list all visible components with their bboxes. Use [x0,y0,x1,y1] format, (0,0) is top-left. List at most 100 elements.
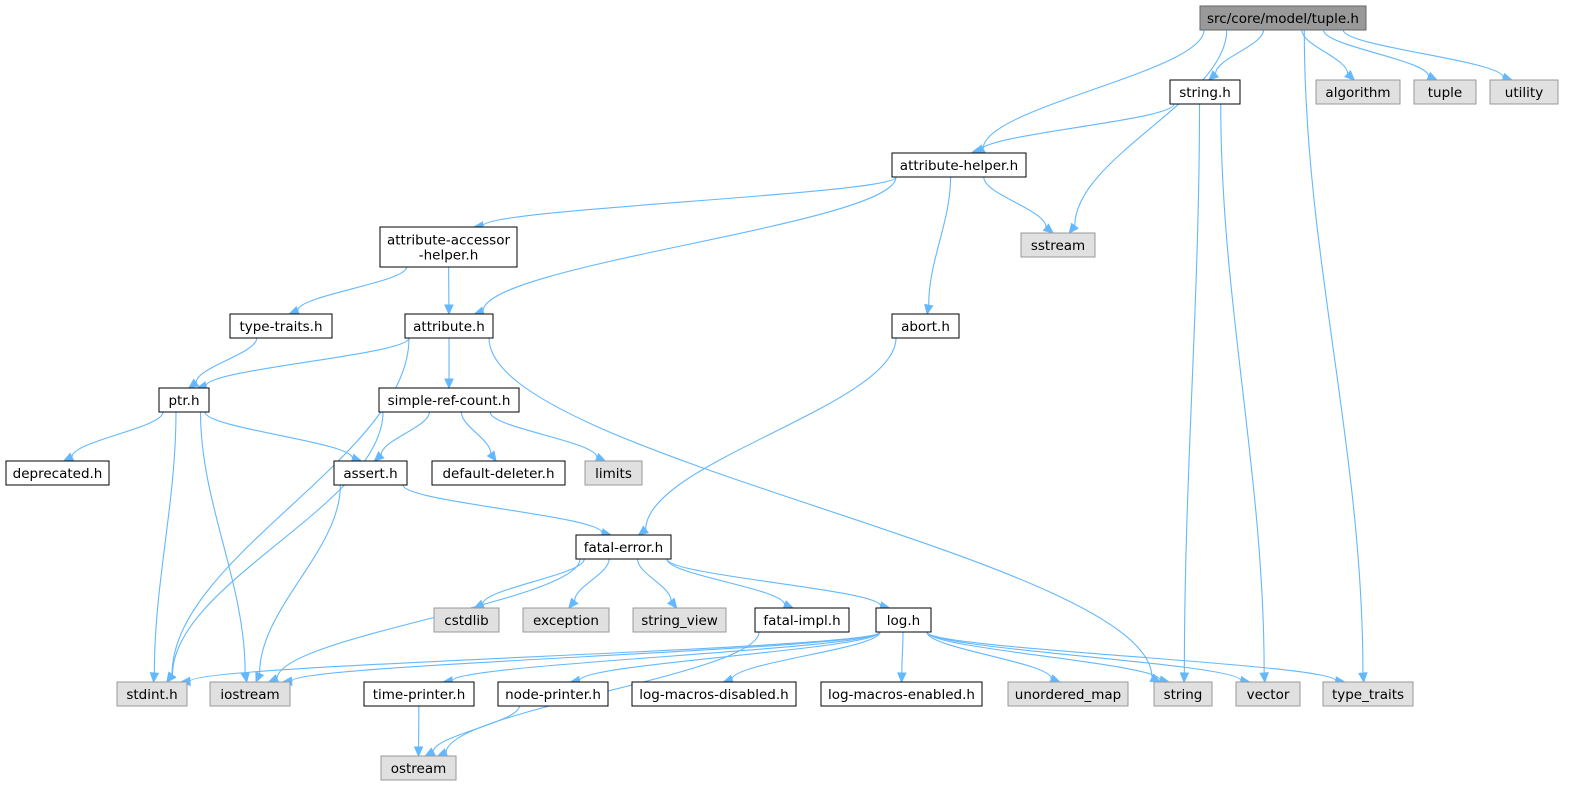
node-label: algorithm [1325,85,1390,101]
node-attribute-h[interactable]: attribute.h [404,313,494,339]
edge-arrowhead [594,452,607,462]
edge-arrowhead [166,671,177,683]
node-label: string_view [641,613,718,629]
edge-arrowhead [1344,69,1356,81]
edge-line [926,631,1052,680]
node-ptr-h[interactable]: ptr.h [158,387,210,413]
node-label: vector [1247,687,1290,703]
node-utility: utility [1489,79,1559,105]
node-string-h[interactable]: string.h [1169,79,1241,105]
node-box [1315,79,1401,105]
edge-line [291,631,881,682]
node-label: type-traits.h [239,319,322,335]
node-box [1153,681,1213,707]
edge-fatal_error_h-to-log_h [666,558,891,611]
edge-line [488,337,1153,678]
node-attribute-accessor-helper-h[interactable]: attribute-accessor-helper.h [379,226,518,268]
node-label: utility [1505,85,1543,101]
edge-line [1342,29,1504,78]
node-label: default-deleter.h [442,466,554,482]
node-node-printer-h[interactable]: node-printer.h [497,681,609,707]
edge-line [432,705,520,752]
node-box [1235,681,1301,707]
edge-line [402,484,603,534]
edge-attribute_helper_h-to-sstream [983,176,1055,234]
edge-arrowhead [444,304,454,316]
node-box [380,755,457,781]
node-log-macros-enabled-h[interactable]: log-macros-enabled.h [820,681,983,707]
node-label: src/core/model/tuple.h [1207,11,1359,27]
node-cstdlib: cstdlib [433,607,500,633]
node-tuple-h[interactable]: src/core/model/tuple.h [1199,5,1367,31]
node-box [431,460,566,486]
node-time-printer-h[interactable]: time-printer.h [363,681,475,707]
edge-arrowhead [149,672,160,684]
edge-line [205,337,410,387]
node-string: string [1153,681,1213,707]
node-box [754,607,850,633]
node-abort-h[interactable]: abort.h [891,313,960,339]
edge-arrowhead [897,672,907,684]
edge-arrowhead [637,525,650,536]
edge-arrowhead [288,306,300,315]
node-box [631,681,797,707]
node-label: attribute-helper.h [900,158,1018,174]
edge-line [482,558,585,605]
edge-line [983,176,1047,228]
edge-simple_ref_count_h-to-stdint_h [166,411,384,683]
edge-log_h-to-type_traits [926,631,1346,686]
node-box [433,607,500,633]
edge-line [578,631,881,682]
node-fatal-error-h[interactable]: fatal-error.h [575,534,672,560]
edge-assert_h-to-fatal_error_h [402,484,613,538]
node-label: ptr.h [168,393,199,409]
node-label: exception [533,613,599,629]
node-fatal-impl-h[interactable]: fatal-impl.h [754,607,850,633]
edge-ptr_h-to-iostream [199,411,250,684]
edge-arrowhead [255,671,265,684]
node-label: cstdlib [444,613,488,629]
edge-fatal_error_h-to-exception [568,558,610,609]
edge-assert_h-to-iostream [255,484,341,684]
edge-line [979,103,1175,152]
node-label: tuple [1428,85,1462,101]
node-attribute-helper-h[interactable]: attribute-helper.h [891,152,1027,178]
edge-attribute_h-to-simple_ref_count_h [444,338,454,390]
node-label: log-macros-disabled.h [639,687,788,703]
edge-line [1183,103,1201,674]
edge-line [645,337,897,530]
edge-fatal_error_h-to-cstdlib [473,558,585,609]
node-log-macros-disabled-h[interactable]: log-macros-disabled.h [631,681,797,707]
node-deprecated-h[interactable]: deprecated.h [5,460,110,486]
edge-line [1322,29,1430,77]
node-label: -helper.h [419,248,479,264]
node-label: deprecated.h [13,466,103,482]
edge-log_h-to-string [926,631,1171,685]
edge-line [901,631,904,674]
edge-line [574,558,610,602]
node-box [891,152,1027,178]
edge-attribute_helper_h-to-abort_h [924,176,952,316]
node-label: log-macros-enabled.h [828,687,975,703]
node-simple-ref-count-h[interactable]: simple-ref-count.h [378,387,520,413]
node-box [875,607,932,633]
node-type-traits-h[interactable]: type-traits.h [229,313,333,339]
edge-line [1303,29,1364,674]
node-label: unordered_map [1015,687,1121,703]
edge-line [204,411,354,459]
edge-attribute_helper_h-to-attribute_h [473,176,897,316]
node-label: type_traits [1332,687,1404,703]
edge-arrowhead [486,450,497,463]
node-default-deleter-h[interactable]: default-deleter.h [431,460,566,486]
node-box [209,681,291,707]
node-log-h[interactable]: log.h [875,607,932,633]
node-unordered-map: unordered_map [1007,681,1129,707]
edge-line [1301,29,1349,74]
node-box [632,607,727,633]
node-assert-h[interactable]: assert.h [333,460,408,486]
node-label: assert.h [343,466,397,482]
edge-arrowhead [1358,672,1368,684]
edge-ptr_h-to-stdint_h [149,411,177,684]
node-box [116,681,188,707]
node-exception: exception [522,607,610,633]
